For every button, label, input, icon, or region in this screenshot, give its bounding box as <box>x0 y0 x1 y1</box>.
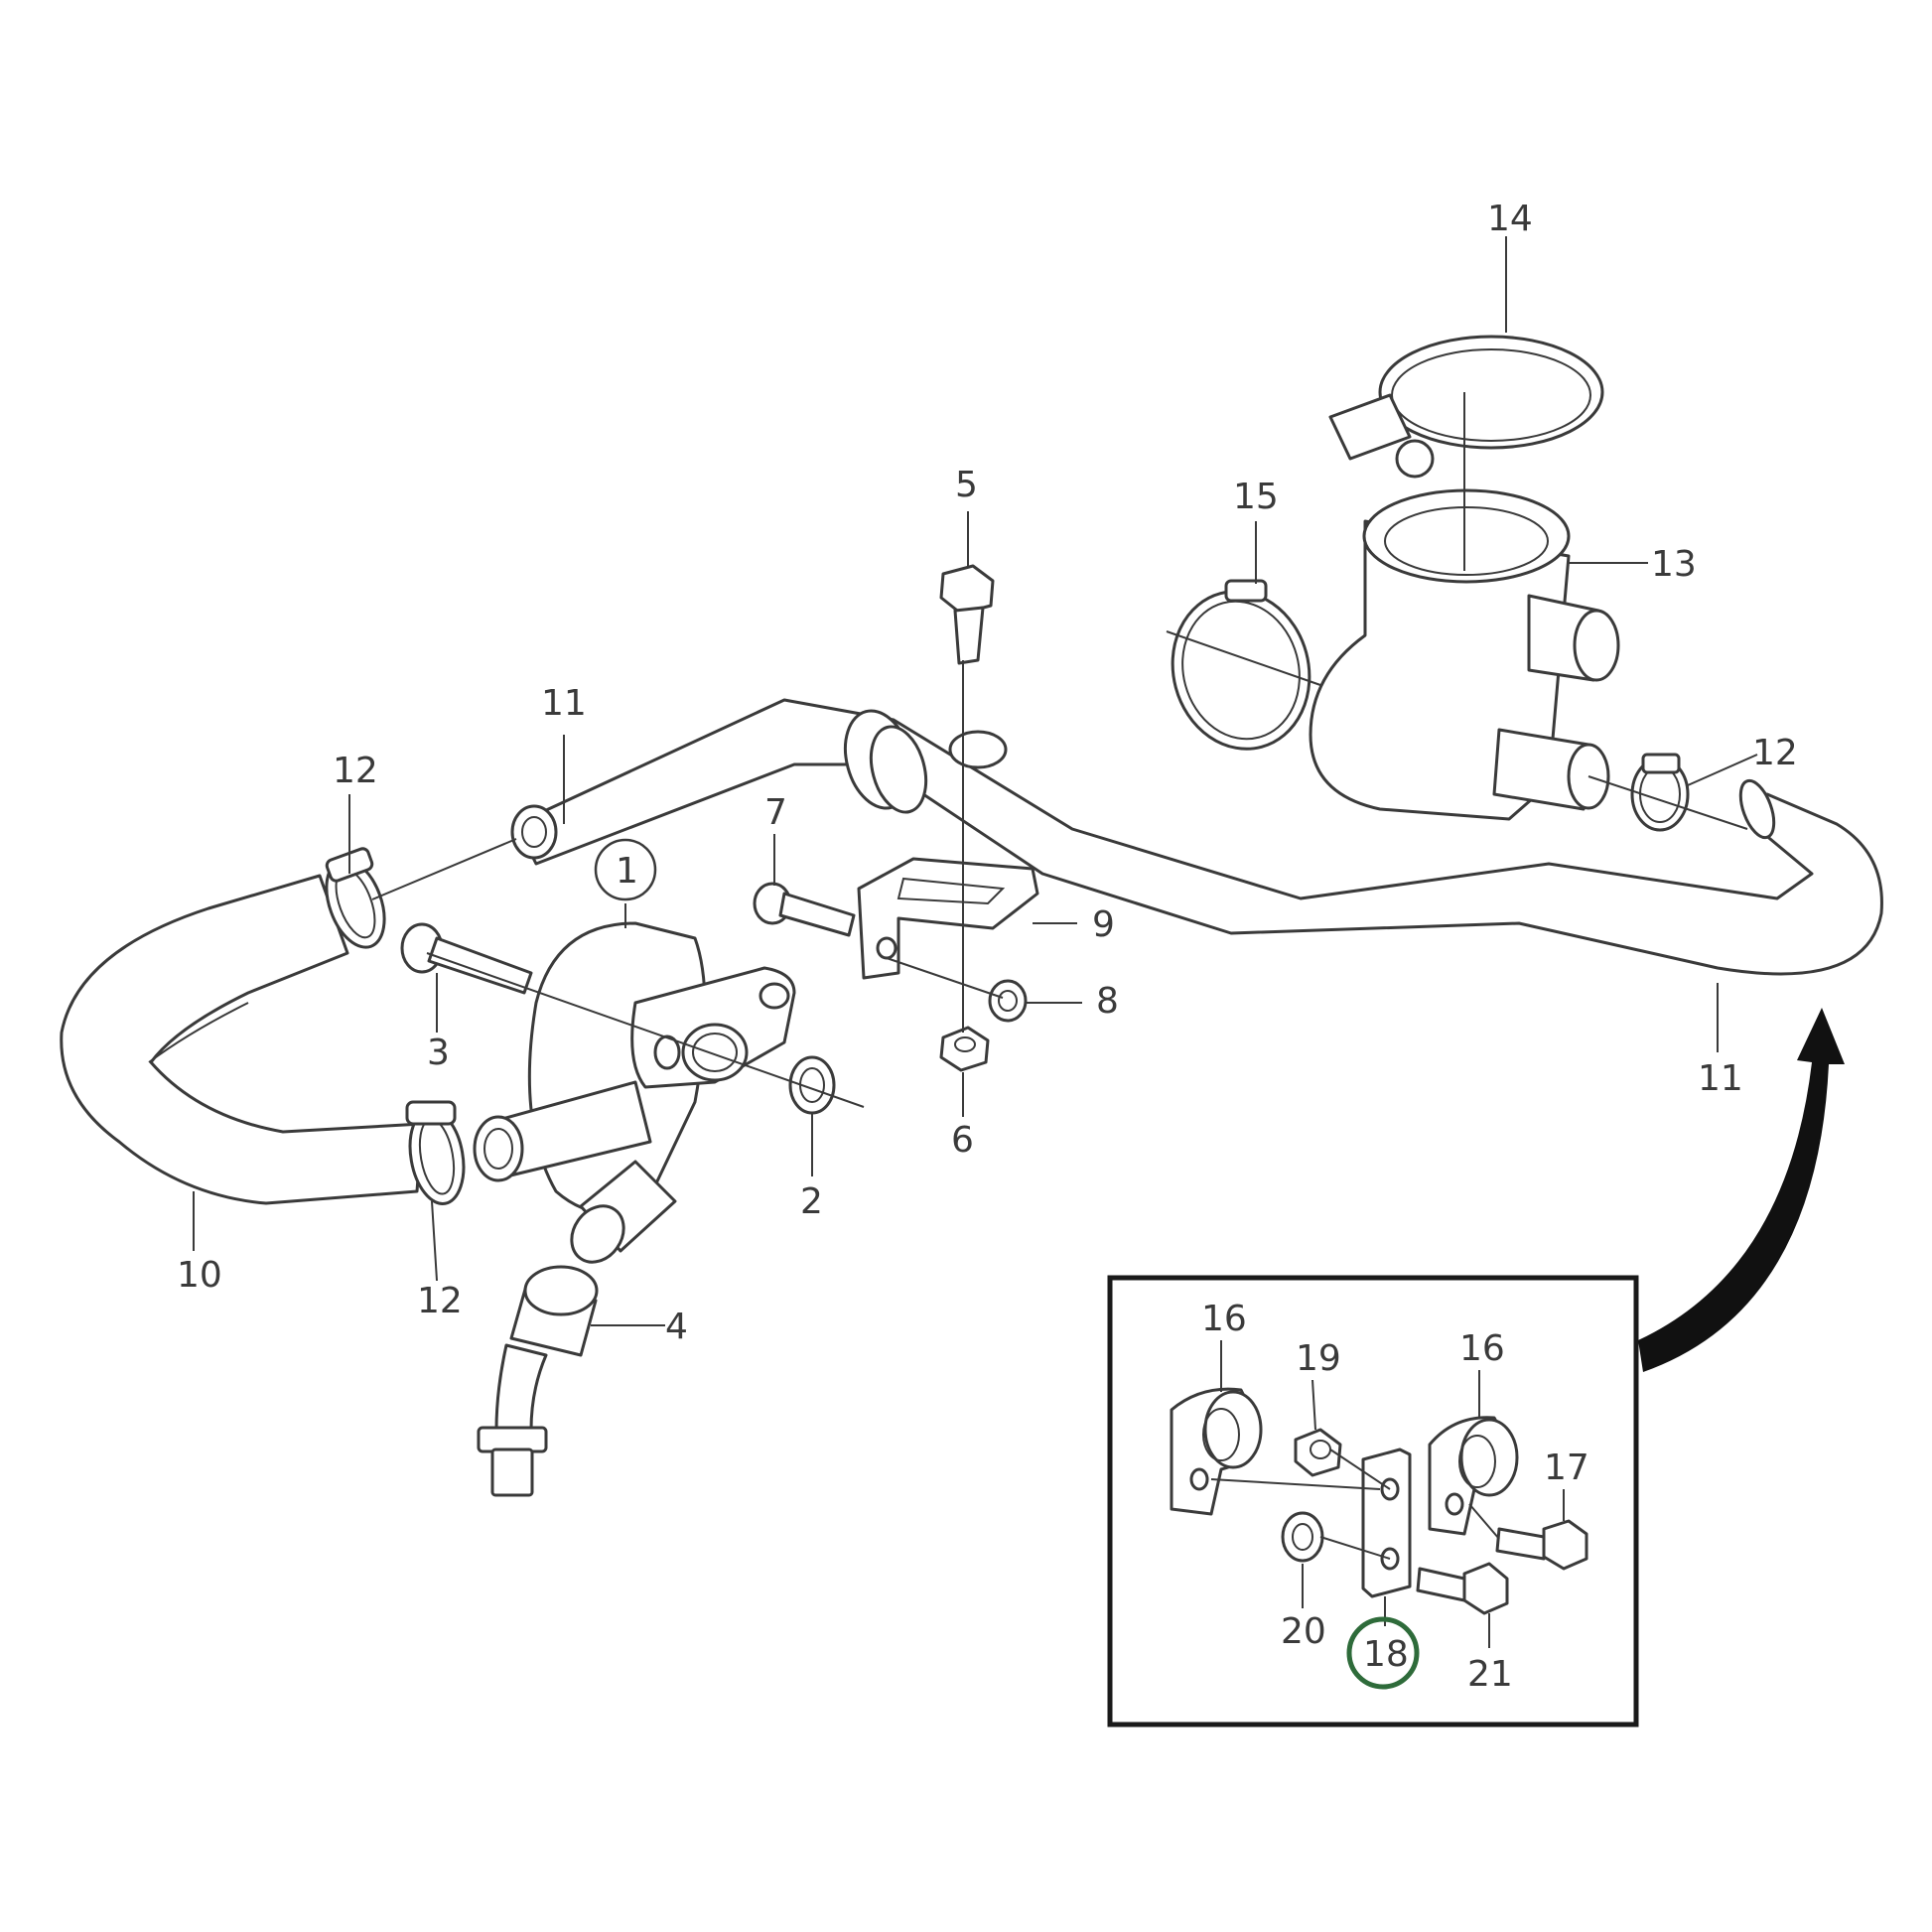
plate-18 <box>1361 1448 1412 1598</box>
part-labels: 14 15 13 5 11 12 12 1 7 9 8 3 11 6 2 10 … <box>177 199 1798 1695</box>
washer-20 <box>1281 1511 1324 1563</box>
bolt-3 <box>400 922 533 995</box>
bracket-9 <box>857 857 1039 980</box>
label-10: 10 <box>177 1255 222 1296</box>
hose-clamp-12-upper <box>325 847 386 949</box>
nut-19 <box>1294 1428 1342 1477</box>
label-15: 15 <box>1233 477 1279 517</box>
label-9: 9 <box>1092 904 1115 945</box>
label-21: 21 <box>1467 1654 1513 1695</box>
hose-clamp-12-lower <box>405 1100 466 1205</box>
label-12-lower: 12 <box>417 1281 463 1321</box>
hose-11 <box>510 698 1883 976</box>
hose-grommet <box>843 709 1008 814</box>
bolt-5 <box>939 564 995 665</box>
hose-clamp-12-right <box>1630 753 1690 832</box>
label-7: 7 <box>764 792 787 833</box>
label-16-left: 16 <box>1201 1299 1247 1339</box>
label-8: 8 <box>1096 981 1119 1022</box>
label-11-right: 11 <box>1698 1058 1743 1099</box>
clip-16-right <box>1428 1416 1519 1536</box>
bolt-21 <box>1416 1562 1509 1615</box>
filter-housing-1 <box>473 921 796 1264</box>
label-14: 14 <box>1487 199 1533 239</box>
hose-clamp-14 <box>1328 335 1604 479</box>
highlight-circle-18 <box>1346 1616 1420 1690</box>
label-17: 17 <box>1544 1448 1589 1488</box>
label-5: 5 <box>955 465 978 505</box>
bolt-7 <box>753 882 856 937</box>
label-11-top: 11 <box>541 683 587 724</box>
label-20: 20 <box>1281 1611 1326 1652</box>
nut-6 <box>939 1026 990 1072</box>
tee-housing-13 <box>1309 488 1620 821</box>
label-12-top-left: 12 <box>333 751 378 791</box>
hose-10 <box>60 874 424 1205</box>
pipe-fitting-4 <box>477 1265 599 1497</box>
label-18: 18 <box>1363 1634 1409 1675</box>
inset-detail <box>1107 1275 1639 1727</box>
bolt-17 <box>1495 1519 1588 1571</box>
leader-lines <box>193 236 1758 1326</box>
washer-2 <box>788 1055 836 1115</box>
hose-clamp-15 <box>1171 579 1311 751</box>
part-1-marker <box>594 838 657 901</box>
label-1: 1 <box>616 851 638 892</box>
label-6: 6 <box>951 1120 974 1161</box>
label-2: 2 <box>800 1181 823 1222</box>
label-13: 13 <box>1651 544 1697 585</box>
label-4: 4 <box>665 1307 688 1347</box>
label-19: 19 <box>1296 1338 1341 1379</box>
label-3: 3 <box>427 1033 450 1073</box>
washer-8 <box>988 979 1028 1023</box>
label-12-right: 12 <box>1752 733 1798 773</box>
detail-arrow <box>1638 1008 1845 1372</box>
clip-16-left <box>1170 1387 1263 1516</box>
label-16-right: 16 <box>1459 1328 1505 1369</box>
